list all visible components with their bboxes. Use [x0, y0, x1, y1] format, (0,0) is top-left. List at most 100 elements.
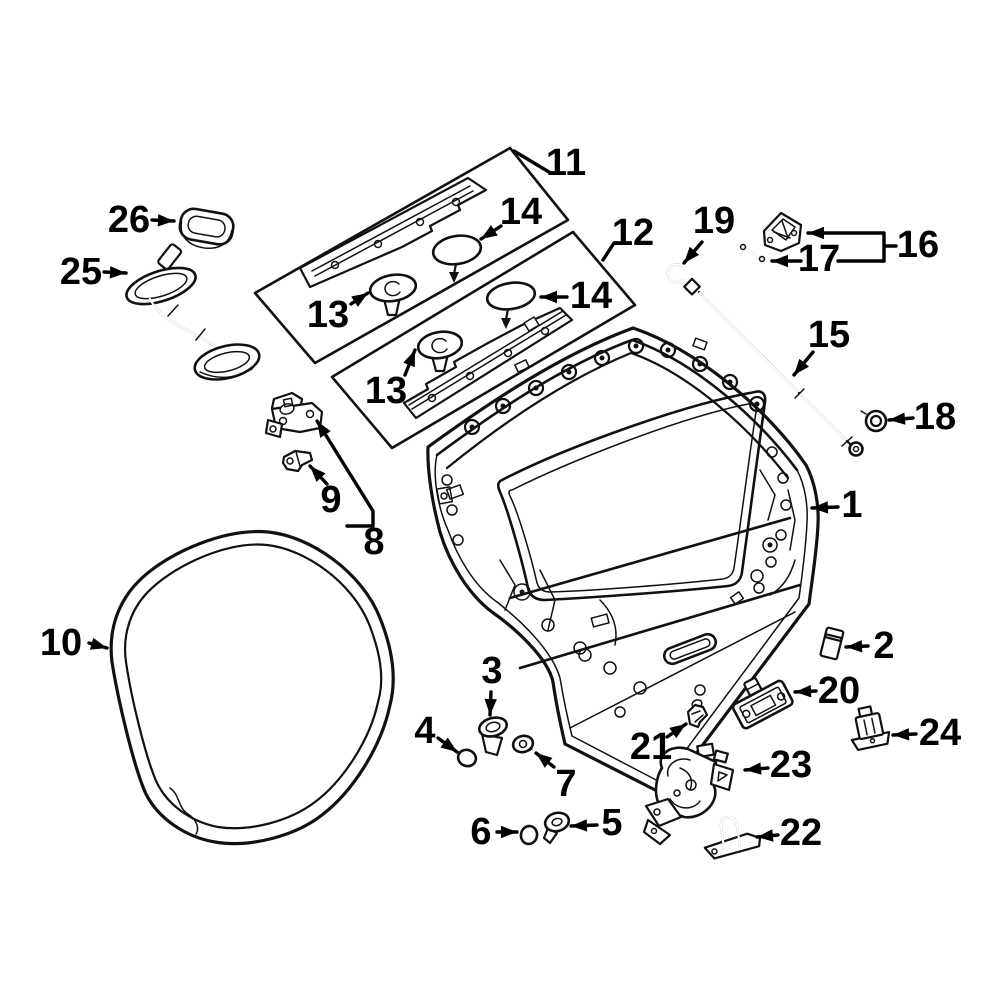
- part-15-lift-support-strut[interactable]: [683, 277, 864, 457]
- callout-24[interactable]: 24: [891, 712, 961, 754]
- callout-14-number[interactable]: 14: [570, 275, 612, 317]
- part-11-panel[interactable]: [253, 146, 570, 365]
- callout-25[interactable]: 25: [60, 251, 128, 293]
- part-23-latch[interactable]: [642, 742, 735, 846]
- liftgate-grommets: [441, 337, 792, 695]
- callout-11[interactable]: 11: [512, 142, 586, 184]
- callout-6[interactable]: 6: [470, 811, 519, 853]
- callout-14[interactable]: 14: [479, 191, 542, 241]
- callout-21-number[interactable]: 21: [630, 726, 672, 768]
- part-3-bumper[interactable]: [477, 715, 509, 757]
- callout-9[interactable]: 9: [308, 464, 342, 521]
- callout-14-number[interactable]: 14: [500, 191, 542, 233]
- callout-14-arrowhead: [541, 290, 557, 304]
- callout-1-number[interactable]: 1: [841, 484, 862, 526]
- callout-23[interactable]: 23: [743, 744, 812, 786]
- callout-20[interactable]: 20: [793, 670, 860, 712]
- callout-13-number[interactable]: 13: [365, 370, 407, 412]
- part-13-clip-a[interactable]: [368, 272, 418, 317]
- part-25-drain-hose[interactable]: [122, 243, 263, 385]
- part-8-hinge[interactable]: [264, 391, 324, 439]
- part-19-clip[interactable]: [666, 263, 685, 284]
- part-24-switch[interactable]: [846, 704, 891, 752]
- callout-15-number[interactable]: 15: [808, 314, 850, 356]
- callout-16[interactable]: 16: [806, 224, 939, 266]
- callout-10-number[interactable]: 10: [40, 622, 82, 664]
- part-9-bracket[interactable]: [281, 449, 314, 473]
- part-17-link[interactable]: [739, 243, 766, 263]
- callout-23-number[interactable]: 23: [770, 744, 812, 786]
- callout-22[interactable]: 22: [755, 812, 822, 854]
- part-18-ball-stud[interactable]: [860, 409, 888, 433]
- callout-17-arrowhead: [772, 254, 788, 268]
- callout-20-number[interactable]: 20: [818, 670, 860, 712]
- callout-7-number[interactable]: 7: [555, 763, 576, 805]
- callout-24-arrowhead: [893, 728, 910, 741]
- part-14-clip-b[interactable]: [485, 279, 537, 329]
- callouts-layer: 1234567891011121314131415161718192021222…: [40, 142, 961, 854]
- callout-3-arrowhead: [484, 698, 497, 715]
- callout-13[interactable]: 13: [365, 348, 417, 412]
- callout-5-arrowhead: [571, 819, 588, 832]
- part-2-highlighted-clip[interactable]: [819, 626, 845, 661]
- callout-3-number[interactable]: 3: [481, 650, 502, 692]
- callout-1[interactable]: 1: [810, 484, 863, 526]
- callout-26-number[interactable]: 26: [108, 199, 150, 241]
- callout-4-number[interactable]: 4: [414, 710, 435, 752]
- callout-5[interactable]: 5: [569, 802, 623, 844]
- callout-8-number[interactable]: 8: [363, 521, 384, 563]
- part-12-panel[interactable]: [330, 230, 637, 450]
- callout-8-line: [315, 419, 375, 528]
- callout-14-arrowhead: [481, 225, 498, 239]
- callout-14[interactable]: 14: [539, 275, 612, 317]
- part-6-grommet[interactable]: [519, 824, 539, 846]
- callout-2-number[interactable]: 2: [873, 625, 894, 667]
- part-13-clip-b[interactable]: [416, 329, 464, 373]
- part-20-plate[interactable]: [725, 667, 794, 730]
- callout-17[interactable]: 17: [770, 238, 840, 280]
- callout-25-number[interactable]: 25: [60, 251, 102, 293]
- part-1-liftgate-panel[interactable]: [426, 326, 820, 797]
- callout-18-number[interactable]: 18: [914, 396, 956, 438]
- callout-8-arrowhead: [317, 421, 331, 438]
- part-26-grommet[interactable]: [177, 207, 236, 253]
- callout-6-number[interactable]: 6: [470, 811, 491, 853]
- part-5-pin[interactable]: [542, 810, 571, 845]
- callout-17-number[interactable]: 17: [798, 238, 840, 280]
- callout-21[interactable]: 21: [630, 722, 688, 768]
- callout-19[interactable]: 19: [682, 200, 735, 265]
- callout-13-number[interactable]: 13: [307, 294, 349, 336]
- callout-19-number[interactable]: 19: [693, 200, 735, 242]
- callout-10[interactable]: 10: [40, 622, 109, 664]
- part-4-grommet[interactable]: [456, 747, 478, 768]
- callout-11-line: [512, 149, 551, 174]
- callout-2[interactable]: 2: [844, 625, 895, 667]
- callout-4[interactable]: 4: [414, 710, 459, 754]
- part-21-clip[interactable]: [686, 699, 709, 729]
- callout-6-arrowhead: [501, 825, 517, 839]
- callout-11-number[interactable]: 11: [546, 142, 586, 184]
- callout-12-number[interactable]: 12: [612, 212, 654, 254]
- part-22-striker[interactable]: [701, 813, 762, 860]
- callout-7[interactable]: 7: [534, 751, 577, 805]
- callout-22-number[interactable]: 22: [780, 812, 822, 854]
- callout-15[interactable]: 15: [792, 314, 850, 377]
- callout-24-number[interactable]: 24: [919, 712, 961, 754]
- callout-12[interactable]: 12: [601, 212, 654, 262]
- callout-18[interactable]: 18: [887, 396, 956, 438]
- callout-13-arrowhead: [351, 293, 368, 307]
- part-14-clip-a[interactable]: [431, 232, 483, 283]
- callout-25-arrowhead: [109, 266, 126, 279]
- part-7-pin[interactable]: [511, 734, 535, 755]
- callout-13-arrowhead: [403, 350, 415, 368]
- callout-5-number[interactable]: 5: [601, 802, 622, 844]
- callout-13[interactable]: 13: [307, 291, 370, 336]
- callout-9-number[interactable]: 9: [320, 479, 341, 521]
- part-16-bracket[interactable]: [762, 211, 803, 253]
- callout-3[interactable]: 3: [481, 650, 503, 717]
- callout-26[interactable]: 26: [108, 199, 176, 241]
- callout-16-number[interactable]: 16: [897, 224, 939, 266]
- part-10-weatherstrip[interactable]: [109, 529, 395, 846]
- callout-8[interactable]: 8: [315, 419, 385, 563]
